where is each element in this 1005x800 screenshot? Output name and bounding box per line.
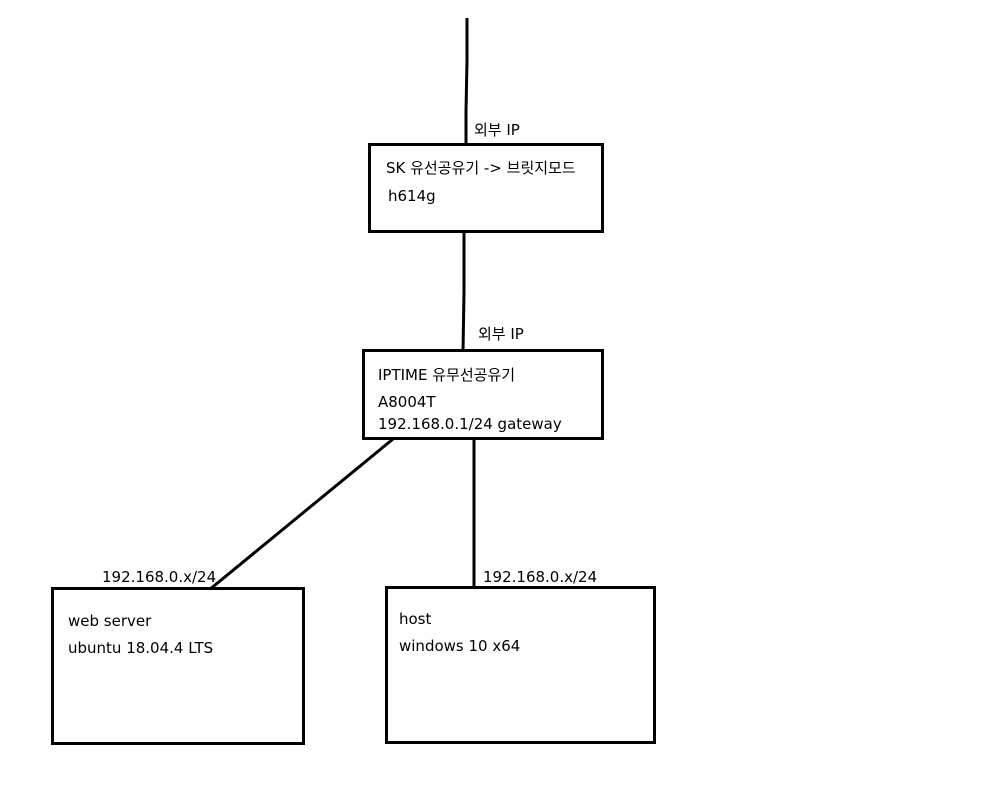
web-server-box: web server ubuntu 18.04.4 LTS — [51, 587, 305, 745]
web-server-os: ubuntu 18.04.4 LTS — [68, 639, 214, 657]
subnet-label-right: 192.168.0.x/24 — [483, 568, 598, 586]
iptime-router-title: IPTIME 유무선공유기 — [378, 366, 516, 384]
iptime-to-webserver-line — [208, 437, 394, 592]
iptime-router-model: A8004T — [378, 393, 436, 411]
iptime-router-box: IPTIME 유무선공유기 A8004T 192.168.0.1/24 gate… — [362, 349, 604, 440]
subnet-label-left: 192.168.0.x/24 — [102, 568, 217, 586]
web-server-title: web server — [68, 612, 152, 630]
host-title: host — [399, 610, 432, 628]
sk-router-model-title: SK 유선공유기 -> 브릿지모드 — [386, 159, 576, 177]
sk-to-iptime-line — [461, 231, 466, 353]
host-os: windows 10 x64 — [399, 637, 521, 655]
iptime-router-gateway: 192.168.0.1/24 gateway — [378, 415, 562, 433]
sk-router-model-code: h614g — [388, 187, 436, 205]
uplink-line — [464, 18, 469, 145]
external-ip-label-mid: 외부 IP — [478, 325, 524, 343]
sk-router-box: SK 유선공유기 -> 브릿지모드 h614g — [368, 143, 604, 233]
external-ip-label-top: 외부 IP — [474, 121, 520, 139]
host-box: host windows 10 x64 — [385, 586, 656, 744]
